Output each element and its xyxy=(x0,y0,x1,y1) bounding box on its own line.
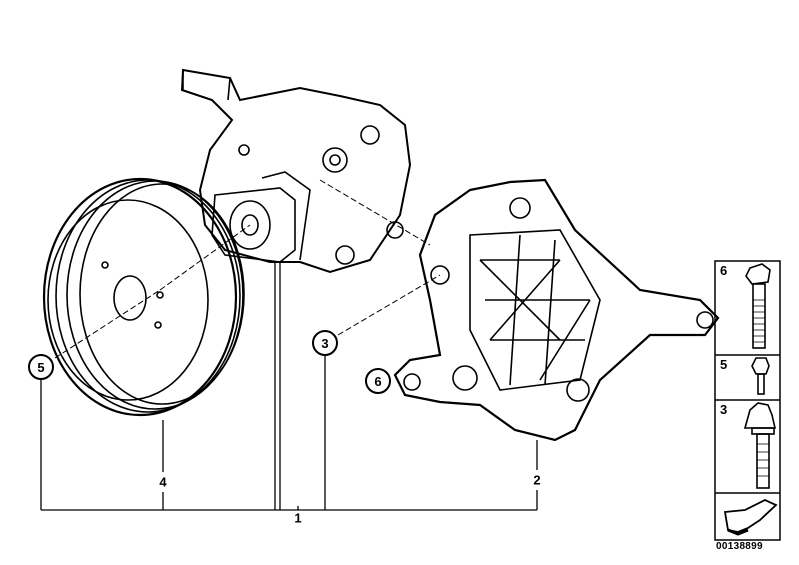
label-pulley[interactable]: 4 xyxy=(159,474,167,490)
leader-lines xyxy=(40,262,538,511)
legend-label-3: 3 xyxy=(720,402,728,417)
guide-lines xyxy=(54,179,441,359)
label-assembly[interactable]: 1 xyxy=(294,510,302,526)
pump-drawing xyxy=(180,68,412,274)
legend-label-6: 6 xyxy=(720,263,728,278)
callout-6[interactable]: 6 xyxy=(365,368,391,394)
image-code: 00138899 xyxy=(716,541,763,552)
callout-5[interactable]: 5 xyxy=(28,354,54,380)
fastener-legend xyxy=(714,260,781,541)
bracket-drawing xyxy=(393,178,720,442)
legend-label-5: 5 xyxy=(720,357,728,372)
pulley-drawing xyxy=(42,177,245,417)
label-bracket[interactable]: 2 xyxy=(533,472,541,488)
callout-3[interactable]: 3 xyxy=(312,330,338,356)
